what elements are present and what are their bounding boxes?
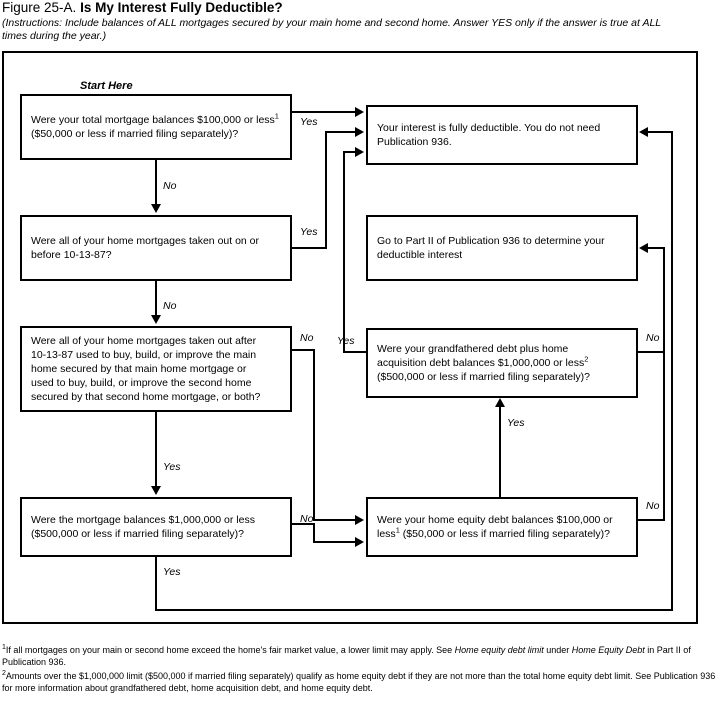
edge-q2-yes-line-v: [325, 131, 327, 249]
page-title: Figure 25-A. Is My Interest Fully Deduct…: [2, 0, 702, 16]
edge-q2-yes-arrowhead: [355, 127, 364, 137]
edge-q4-yes-line-h1: [155, 609, 673, 611]
edge-label-q5-yes-up: Yes: [507, 417, 525, 429]
edge-q3-no-line-h1: [292, 349, 315, 351]
edge-label-q3-yes: Yes: [163, 461, 181, 473]
edge-q6-yes-arrowhead: [495, 398, 505, 407]
figure-title-text: Is My Interest Fully Deductible?: [80, 0, 283, 15]
edge-q5-yes-line-h1: [343, 351, 368, 353]
question-box-mortgages-after-10-13-87[interactable]: Were all of your home mortgages taken ou…: [20, 326, 292, 412]
edge-q6-yes-line: [499, 406, 501, 497]
result-box-r2-text: Go to Part II of Publication 936 to dete…: [377, 235, 605, 261]
edge-label-q5-no: No: [646, 332, 660, 344]
edge-label-q3-no: No: [300, 332, 314, 344]
chart-frame: [2, 51, 698, 624]
edge-q2-yes-line-h2: [325, 131, 356, 133]
question-box-grandfathered-plus-acquisition-debt[interactable]: Were your grandfathered debt plus home a…: [366, 328, 638, 398]
edge-q2-no-arrowhead: [151, 315, 161, 324]
footnote-2-marker: 2: [2, 670, 6, 677]
edge-q1-no-line: [155, 160, 157, 208]
question-box-home-equity-debt-balances[interactable]: Were your home equity debt balances $100…: [366, 497, 638, 557]
question-box-q2-text: Were all of your home mortgages taken ou…: [31, 235, 260, 261]
edge-label-q2-yes: Yes: [300, 226, 318, 238]
edge-q1-yes-arrowhead: [355, 107, 364, 117]
edge-q4-yes-line-v2: [671, 131, 673, 611]
edge-q4-no-arrowhead: [355, 537, 364, 547]
question-box-q4-text: Were the mortgage balances $1,000,000 or…: [31, 514, 255, 540]
edge-q3-yes-line: [155, 412, 157, 490]
edge-q2-yes-line-h1: [292, 247, 327, 249]
edge-label-q5-yes: Yes: [337, 335, 355, 347]
edge-q6-no-line-h1: [638, 519, 665, 521]
edge-q5-yes-line-h2: [343, 151, 356, 153]
edge-q1-no-arrowhead: [151, 204, 161, 213]
figure-instructions: (Instructions: Include balances of ALL m…: [2, 17, 661, 42]
edge-q1-yes-line: [292, 111, 356, 113]
edge-label-q4-no: No: [300, 513, 314, 525]
question-box-q5-text: Were your grandfathered debt plus home a…: [377, 343, 591, 383]
question-box-total-mortgage-balances[interactable]: Were your total mortgage balances $100,0…: [20, 94, 292, 160]
edge-q3-yes-arrowhead: [151, 486, 161, 495]
footnote-1: 1If all mortgages on your main or second…: [2, 644, 720, 668]
question-box-q6-text: Were your home equity debt balances $100…: [377, 514, 613, 540]
footnote-2-text: Amounts over the $1,000,000 limit ($500,…: [2, 671, 716, 693]
edge-q5-yes-arrowhead: [355, 147, 364, 157]
footnote-1-text: If all mortgages on your main or second …: [2, 645, 691, 667]
result-box-r1-text: Your interest is fully deductible. You d…: [377, 122, 601, 148]
edge-q6-no-line-v: [663, 247, 665, 521]
result-box-fully-deductible[interactable]: Your interest is fully deductible. You d…: [366, 105, 638, 165]
edge-label-q4-yes: Yes: [163, 566, 181, 578]
edge-q2-no-line: [155, 281, 157, 319]
edge-q5-no-line-h: [638, 351, 665, 353]
question-box-q1-text: Were your total mortgage balances $100,0…: [31, 111, 279, 140]
edge-q4-yes-line-h2: [648, 131, 673, 133]
edge-q6-no-arrowhead: [639, 243, 648, 253]
edge-q4-no-line-h2: [313, 541, 356, 543]
result-box-go-to-part-ii[interactable]: Go to Part II of Publication 936 to dete…: [366, 215, 638, 281]
edge-q3-no-line-h2: [313, 519, 356, 521]
edge-q6-no-line-h2: [648, 247, 665, 249]
start-here-label: Start Here: [80, 80, 133, 92]
edge-q5-yes-line-v: [343, 151, 345, 353]
footnote-2: 2Amounts over the $1,000,000 limit ($500…: [2, 670, 720, 694]
edge-q3-no-line-v: [313, 349, 315, 521]
edge-q4-yes-line-v1: [155, 557, 157, 611]
question-box-q3-text: Were all of your home mortgages taken ou…: [31, 335, 261, 403]
edge-label-q6-no: No: [646, 500, 660, 512]
edge-q4-no-line-v: [313, 523, 315, 543]
edge-q4-no-line-h1: [292, 523, 315, 525]
question-box-mortgage-balances-1m[interactable]: Were the mortgage balances $1,000,000 or…: [20, 497, 292, 557]
question-box-mortgages-before-10-13-87[interactable]: Were all of your home mortgages taken ou…: [20, 215, 292, 281]
edge-label-q1-no: No: [163, 180, 177, 192]
edge-q3-no-arrowhead: [355, 515, 364, 525]
edge-q4-yes-arrowhead: [639, 127, 648, 137]
figure-label: Figure 25-A.: [2, 0, 77, 15]
footnote-1-marker: 1: [2, 644, 6, 651]
edge-label-q1-yes: Yes: [300, 116, 318, 128]
edge-label-q2-no: No: [163, 300, 177, 312]
